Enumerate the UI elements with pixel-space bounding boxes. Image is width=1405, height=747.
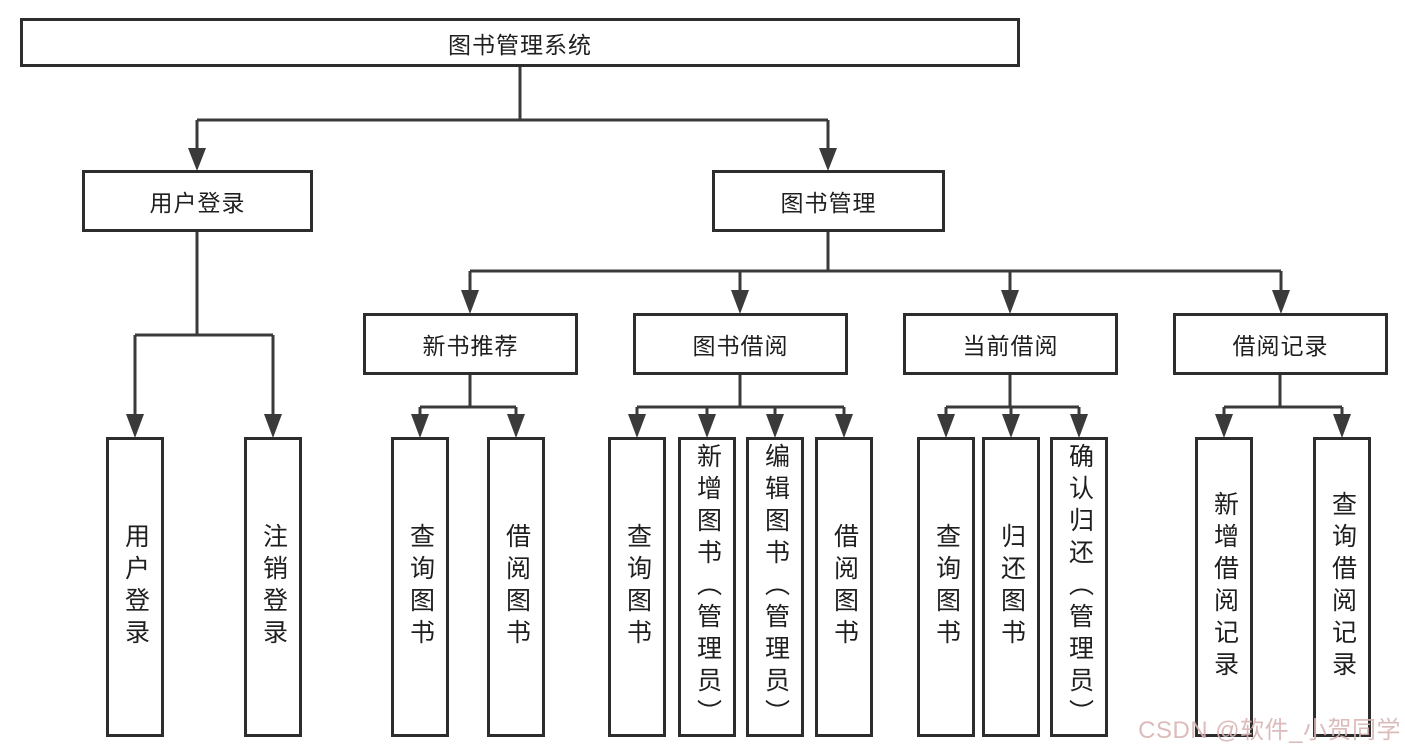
leaf-query-books-2: 查询图书 — [608, 437, 666, 737]
node-label: 确认归还（管理员） — [1065, 443, 1094, 731]
connector-new-book-branch — [411, 375, 525, 438]
node-label: 归还图书 — [997, 523, 1026, 651]
connector-current-borrow-branch — [937, 375, 1088, 438]
node-label: 新增图书（管理员） — [693, 443, 722, 731]
node-book-borrowing: 图书借阅 — [633, 313, 848, 375]
leaf-return-books: 归还图书 — [982, 437, 1040, 737]
leaf-confirm-return-admin: 确认归还（管理员） — [1050, 437, 1108, 737]
node-label: 借阅图书 — [830, 523, 859, 651]
node-borrowing-records: 借阅记录 — [1173, 313, 1388, 375]
node-label: 新书推荐 — [422, 333, 519, 359]
connector-root-to-level2 — [188, 67, 837, 171]
node-label: 借阅记录 — [1232, 333, 1329, 359]
leaf-query-books-1: 查询图书 — [391, 437, 449, 737]
node-label: 查询图书 — [623, 523, 652, 651]
node-label: 借阅图书 — [502, 523, 531, 651]
connector-book-borrow-branch — [628, 375, 853, 438]
leaf-add-borrow-record: 新增借阅记录 — [1195, 437, 1253, 737]
node-label: 图书管理系统 — [448, 31, 592, 58]
node-current-borrowing: 当前借阅 — [903, 313, 1118, 375]
node-label: 当前借阅 — [962, 333, 1059, 359]
leaf-logout: 注销登录 — [244, 437, 302, 737]
node-label: 用户登录 — [121, 523, 150, 651]
node-label: 用户登录 — [149, 190, 246, 216]
leaf-borrow-books-1: 借阅图书 — [487, 437, 545, 737]
node-label: 查询图书 — [932, 523, 961, 651]
leaf-query-books-3: 查询图书 — [917, 437, 975, 737]
node-new-book-recommend: 新书推荐 — [363, 313, 578, 375]
connector-borrow-record-branch — [1215, 375, 1351, 438]
node-library-system: 图书管理系统 — [20, 18, 1020, 67]
csdn-watermark: CSDN @软件_小贺同学 — [1138, 717, 1401, 744]
leaf-query-borrow-record: 查询借阅记录 — [1313, 437, 1371, 737]
leaf-user-login: 用户登录 — [106, 437, 164, 737]
connector-user-login-branch — [126, 232, 282, 438]
leaf-edit-books-admin: 编辑图书（管理员） — [746, 437, 804, 737]
node-label: 编辑图书（管理员） — [761, 443, 790, 731]
node-label: 新增借阅记录 — [1210, 491, 1239, 683]
node-user-login: 用户登录 — [82, 170, 313, 232]
node-book-management: 图书管理 — [712, 170, 945, 232]
node-label: 查询借阅记录 — [1328, 491, 1357, 683]
connector-book-mgmt-to-level3 — [461, 232, 1290, 314]
node-label: 图书管理 — [780, 190, 877, 216]
node-label: 图书借阅 — [692, 333, 789, 359]
node-label: 查询图书 — [406, 523, 435, 651]
node-label: 注销登录 — [259, 523, 288, 651]
leaf-borrow-books-2: 借阅图书 — [815, 437, 873, 737]
leaf-add-books-admin: 新增图书（管理员） — [678, 437, 736, 737]
